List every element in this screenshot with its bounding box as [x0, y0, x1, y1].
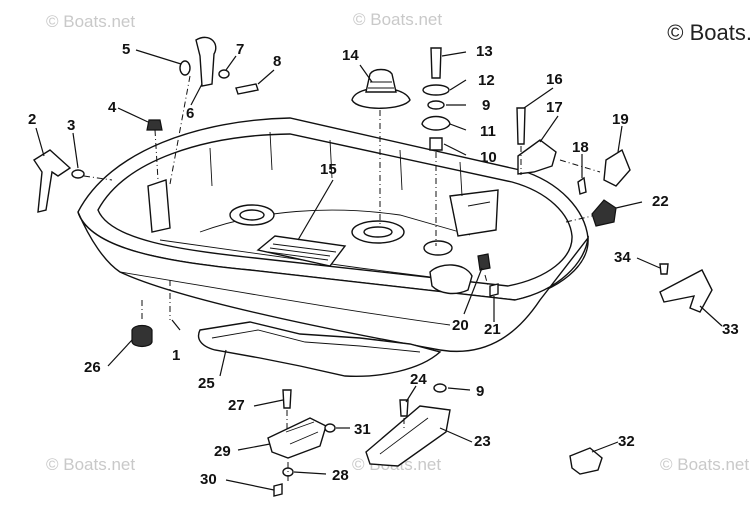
grommet-11 — [421, 115, 451, 131]
leader-lines — [35, 49, 723, 491]
bracket-23 — [365, 405, 451, 467]
callout-23: 23 — [474, 433, 491, 450]
latch-handle — [33, 149, 72, 213]
callout-30: 30 — [200, 471, 217, 488]
callout-21: 21 — [484, 321, 501, 338]
bracket-17 — [517, 139, 557, 175]
callout-7: 7 — [236, 41, 244, 58]
callout-32: 32 — [618, 433, 635, 450]
callout-9-bottom: 9 — [476, 383, 484, 400]
callout-18: 18 — [572, 139, 589, 156]
bracket-33 — [659, 269, 713, 313]
callout-33: 33 — [722, 321, 739, 338]
screw-8 — [235, 83, 259, 95]
watermark-top-center: © Boats.net — [353, 10, 443, 29]
nut-4 — [146, 119, 163, 131]
callout-27: 27 — [228, 397, 245, 414]
callout-13: 13 — [476, 43, 493, 60]
copyright-notice: © Boats. — [667, 20, 752, 45]
washer-12 — [422, 84, 450, 96]
watermark-top-left: © Boats.net — [46, 12, 136, 31]
callout-20: 20 — [452, 317, 469, 334]
callout-12: 12 — [478, 72, 495, 89]
callout-19: 19 — [612, 111, 629, 128]
callout-34: 34 — [614, 249, 631, 266]
clip-32 — [569, 447, 603, 475]
mount-29 — [267, 417, 327, 459]
callout-29: 29 — [214, 443, 231, 460]
grommet — [351, 87, 411, 109]
clip-19 — [603, 148, 631, 187]
callout-labels: 1 2 3 4 5 6 7 8 9 9 10 11 12 13 14 15 16… — [28, 41, 739, 488]
screw-16 — [516, 107, 526, 145]
screw-20 — [477, 253, 491, 271]
callout-3: 3 — [67, 117, 75, 134]
lower-cowl — [77, 117, 590, 352]
callout-9-top: 9 — [482, 97, 490, 114]
callout-14: 14 — [342, 47, 359, 64]
callout-11: 11 — [480, 123, 496, 140]
screw-27 — [282, 389, 292, 409]
callout-8: 8 — [273, 53, 281, 70]
washer-31 — [324, 423, 336, 433]
lower-plate — [197, 321, 442, 377]
callout-22: 22 — [652, 193, 669, 210]
callout-6: 6 — [186, 105, 194, 122]
washer-9-bottom — [433, 383, 447, 393]
washer-9-top — [427, 100, 445, 110]
callout-16: 16 — [546, 71, 563, 88]
callout-15: 15 — [320, 161, 337, 178]
callout-17: 17 — [546, 99, 563, 116]
washer-7 — [218, 69, 230, 79]
callout-31: 31 — [354, 421, 371, 438]
callout-24: 24 — [410, 371, 427, 388]
bushing-10 — [429, 137, 443, 151]
callout-5: 5 — [122, 41, 130, 58]
callout-1: 1 — [172, 347, 180, 364]
washer-21 — [489, 283, 499, 297]
watermark-bottom-left: © Boats.net — [46, 455, 136, 474]
latch-hook — [195, 36, 217, 87]
grommet-26 — [131, 324, 153, 348]
screw-34 — [659, 263, 669, 275]
callout-10: 10 — [480, 149, 497, 166]
washer-18 — [577, 176, 587, 195]
callout-2: 2 — [28, 111, 36, 128]
stop-22 — [591, 199, 617, 227]
washer-3 — [71, 169, 85, 179]
screw-30 — [273, 483, 283, 497]
callout-4: 4 — [108, 99, 117, 116]
washer-5 — [179, 60, 191, 76]
screw-13 — [430, 47, 442, 79]
screw-24 — [399, 399, 409, 417]
watermark-bottom-right: © Boats.net — [660, 455, 750, 474]
callout-25: 25 — [198, 375, 215, 392]
callout-26: 26 — [84, 359, 101, 376]
callout-28: 28 — [332, 467, 349, 484]
